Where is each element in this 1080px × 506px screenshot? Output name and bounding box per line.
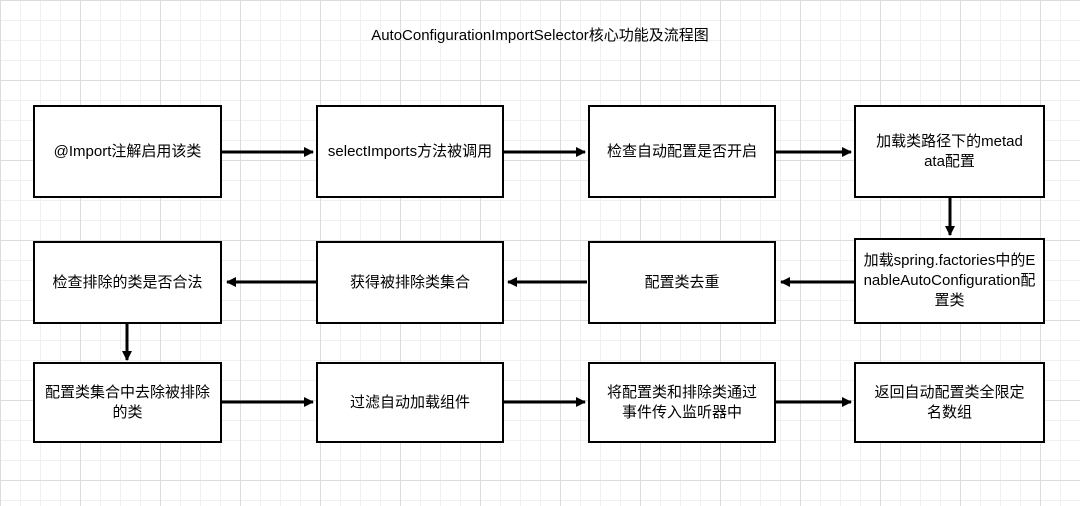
node-fire-events: 将配置类和排除类通过事件传入监听器中 [588,362,776,443]
node-remove-excluded: 配置类集合中去除被排除的类 [33,362,222,443]
node-import-annotation: @Import注解启用该类 [33,105,222,198]
node-return-config-names: 返回自动配置类全限定名数组 [854,362,1045,443]
node-filter-components: 过滤自动加载组件 [316,362,504,443]
node-dedupe-configs: 配置类去重 [588,241,776,324]
node-check-exclusions: 检查排除的类是否合法 [33,241,222,324]
node-load-metadata: 加载类路径下的metadata配置 [854,105,1045,198]
node-get-exclusions: 获得被排除类集合 [316,241,504,324]
diagram-title: AutoConfigurationImportSelector核心功能及流程图 [371,27,709,44]
node-load-spring-factories: 加载spring.factories中的EnableAutoConfigurat… [854,238,1045,324]
node-select-imports: selectImports方法被调用 [316,105,504,198]
node-check-auto-config: 检查自动配置是否开启 [588,105,776,198]
